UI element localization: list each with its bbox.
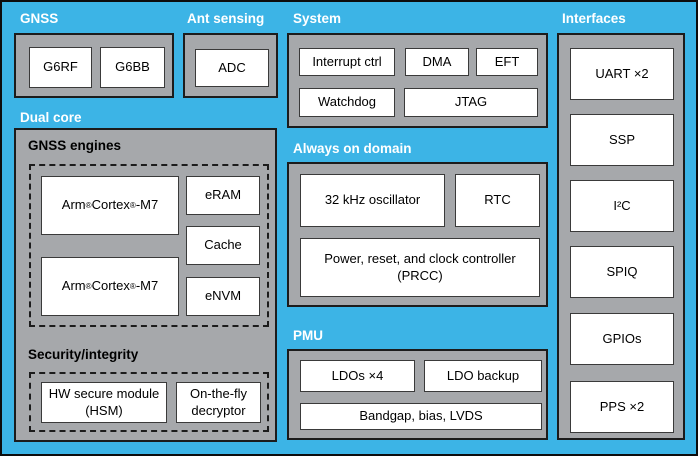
- eft-block: EFT: [476, 48, 538, 76]
- gnss-section-label: GNSS: [20, 11, 59, 26]
- eram-block: eRAM: [186, 176, 260, 215]
- envm-block: eNVM: [186, 277, 260, 316]
- interfaces-panel: UART ×2 SSP I²C SPIQ GPIOs PPS ×2: [557, 33, 685, 440]
- rtc-block: RTC: [455, 174, 540, 227]
- dual-core-panel: GNSS engines Arm® Cortex®-M7 Arm® Cortex…: [14, 128, 277, 442]
- system-panel: Interrupt ctrl DMA EFT Watchdog JTAG: [287, 33, 548, 128]
- interrupt-ctrl-block: Interrupt ctrl: [299, 48, 395, 76]
- dma-block: DMA: [405, 48, 469, 76]
- pps-block: PPS ×2: [570, 381, 674, 433]
- hsm-block: HW secure module (HSM): [41, 382, 167, 423]
- cortex-m7-block-1: Arm® Cortex®-M7: [41, 176, 179, 235]
- always-on-panel: 32 kHz oscillator RTC Power, reset, and …: [287, 162, 548, 307]
- cortex-m7-block-2: Arm® Cortex®-M7: [41, 257, 179, 316]
- system-section-label: System: [293, 11, 342, 26]
- security-integrity-group: HW secure module (HSM) On-the-fly decryp…: [29, 372, 269, 432]
- oscillator-block: 32 kHz oscillator: [300, 174, 445, 227]
- g6rf-block: G6RF: [29, 47, 92, 88]
- ant-sensing-section-label: Ant sensing: [187, 11, 265, 26]
- ssp-block: SSP: [570, 114, 674, 166]
- pmu-section-label: PMU: [293, 328, 323, 343]
- uart-block: UART ×2: [570, 48, 674, 100]
- adc-block: ADC: [195, 49, 269, 87]
- g6bb-block: G6BB: [100, 47, 165, 88]
- security-integrity-title: Security/integrity: [28, 347, 139, 362]
- spiq-block: SPIQ: [570, 246, 674, 298]
- i2c-block: I²C: [570, 180, 674, 232]
- pmu-panel: LDOs ×4 LDO backup Bandgap, bias, LVDS: [287, 349, 548, 440]
- ldo-backup-block: LDO backup: [424, 360, 542, 392]
- bandgap-block: Bandgap, bias, LVDS: [300, 403, 542, 430]
- dual-core-section-label: Dual core: [20, 110, 82, 125]
- jtag-block: JTAG: [404, 88, 538, 117]
- gpios-block: GPIOs: [570, 313, 674, 365]
- gnss-engines-title: GNSS engines: [28, 138, 122, 153]
- gnss-engines-group: Arm® Cortex®-M7 Arm® Cortex®-M7 eRAM Cac…: [29, 164, 269, 327]
- ant-sensing-panel: ADC: [183, 33, 278, 98]
- watchdog-block: Watchdog: [299, 88, 395, 117]
- otf-decryptor-block: On-the-fly decryptor: [176, 382, 261, 423]
- prcc-block: Power, reset, and clock controller (PRCC…: [300, 238, 540, 297]
- interfaces-section-label: Interfaces: [562, 11, 626, 26]
- gnss-panel: G6RF G6BB: [14, 33, 174, 98]
- always-on-section-label: Always on domain: [293, 141, 412, 156]
- cache-block: Cache: [186, 226, 260, 265]
- ldos-block: LDOs ×4: [300, 360, 415, 392]
